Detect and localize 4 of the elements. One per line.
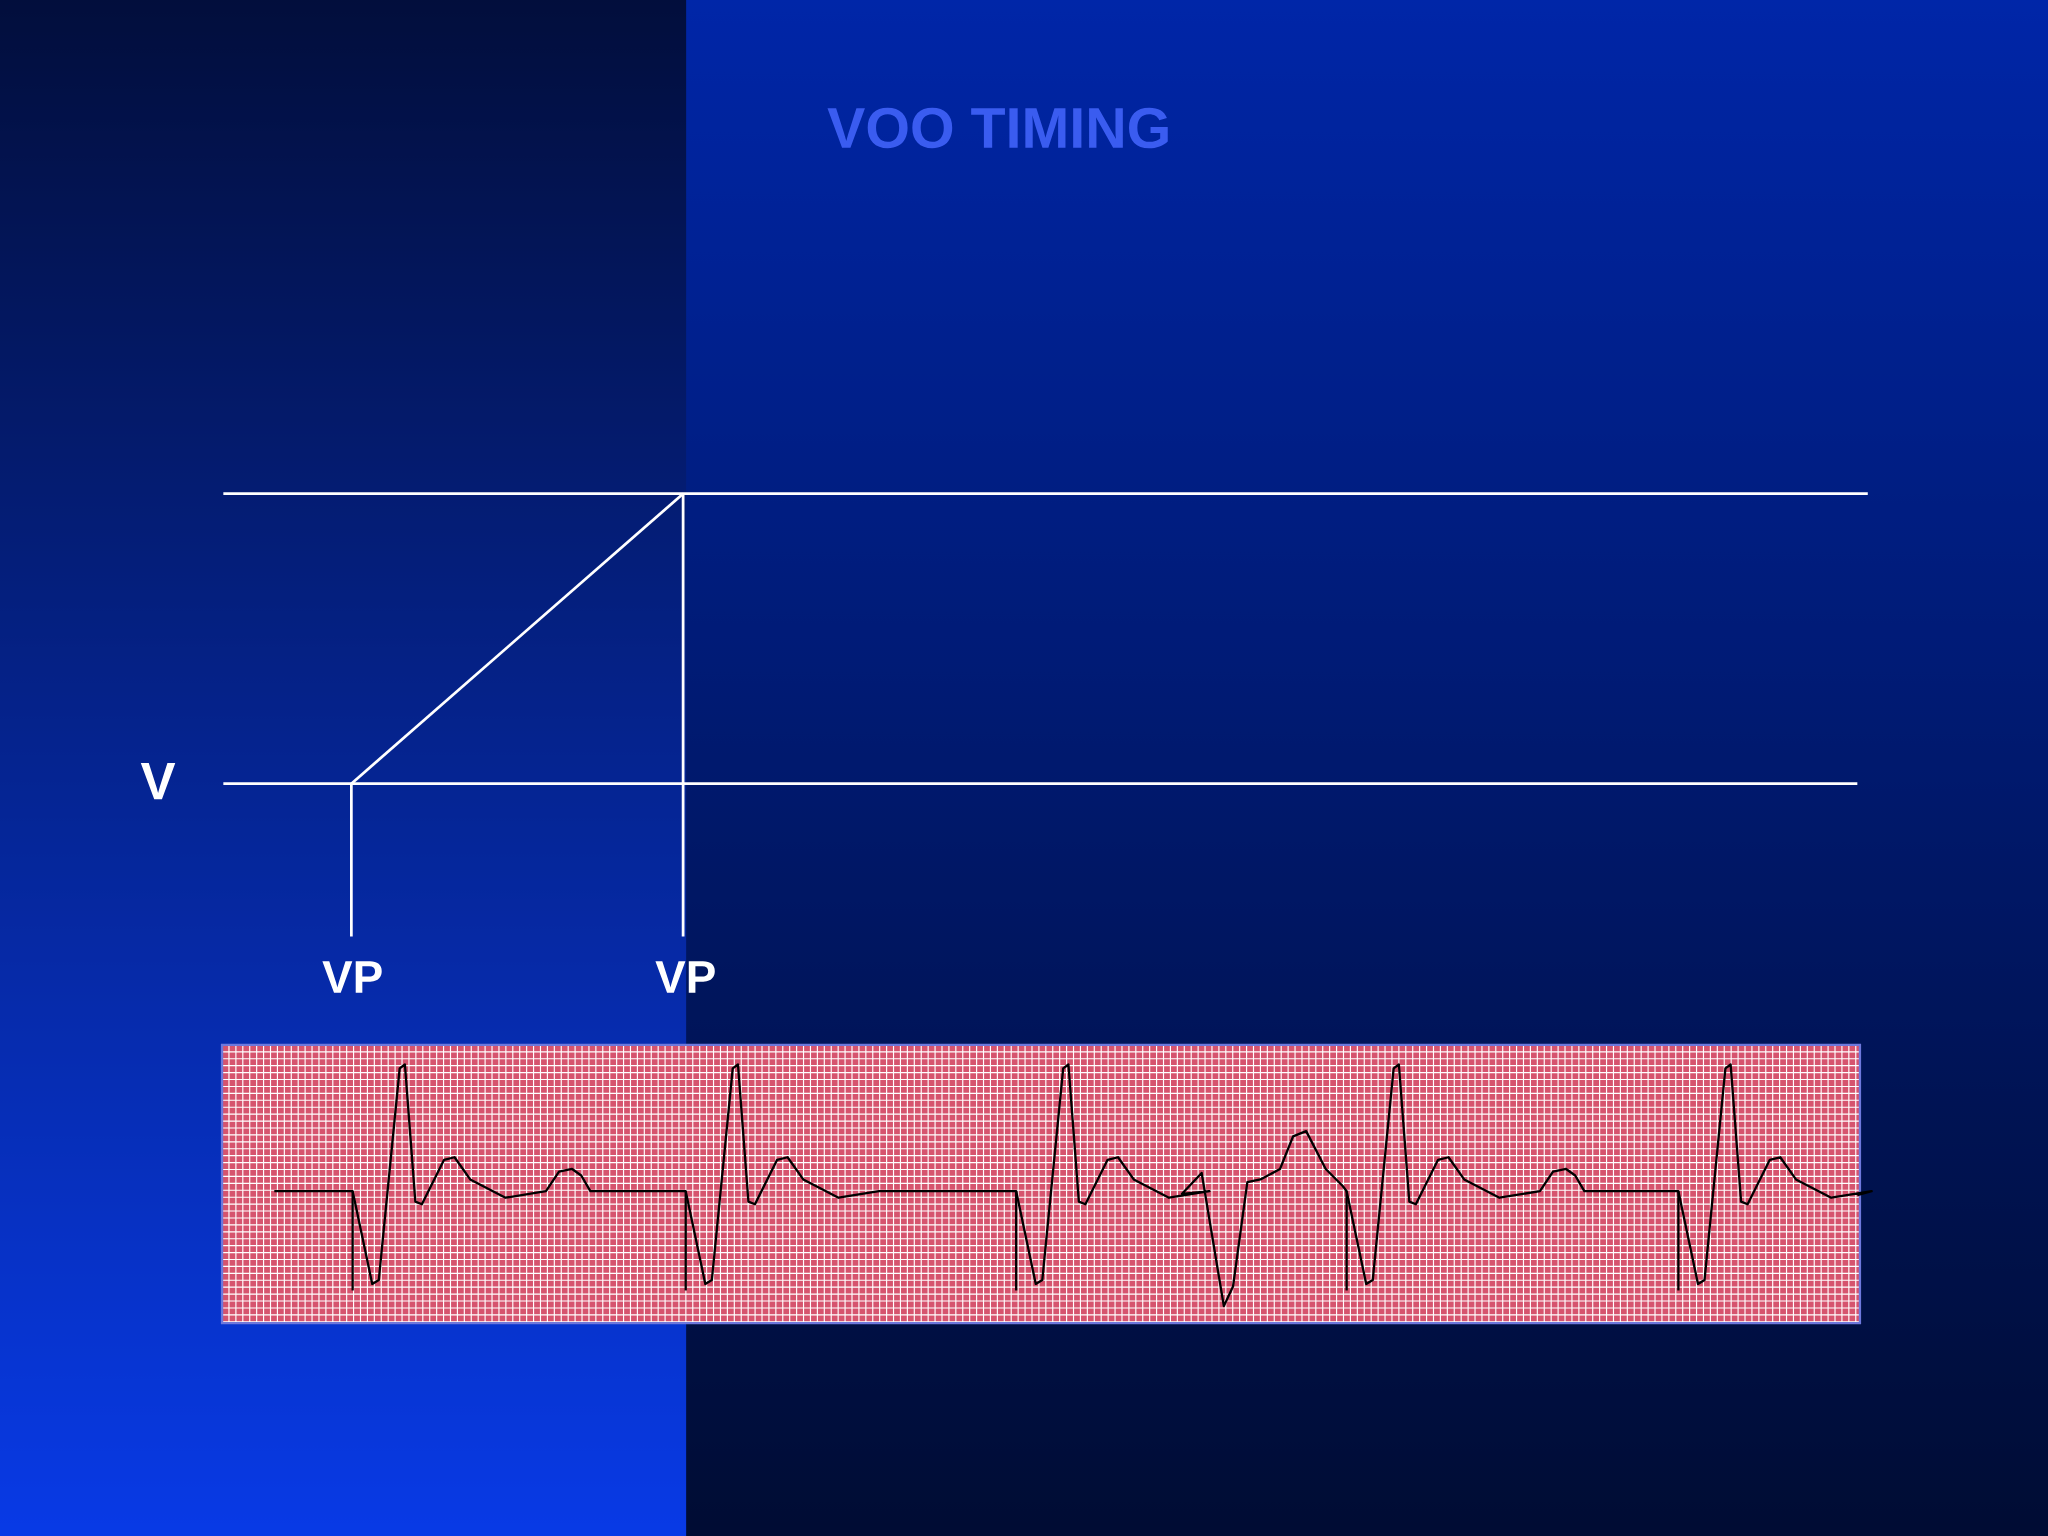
marker-label: VP: [322, 961, 382, 993]
marker-label: VP: [655, 961, 715, 993]
title: VOO TIMING: [827, 107, 1168, 149]
axis-label: V: [140, 762, 176, 800]
